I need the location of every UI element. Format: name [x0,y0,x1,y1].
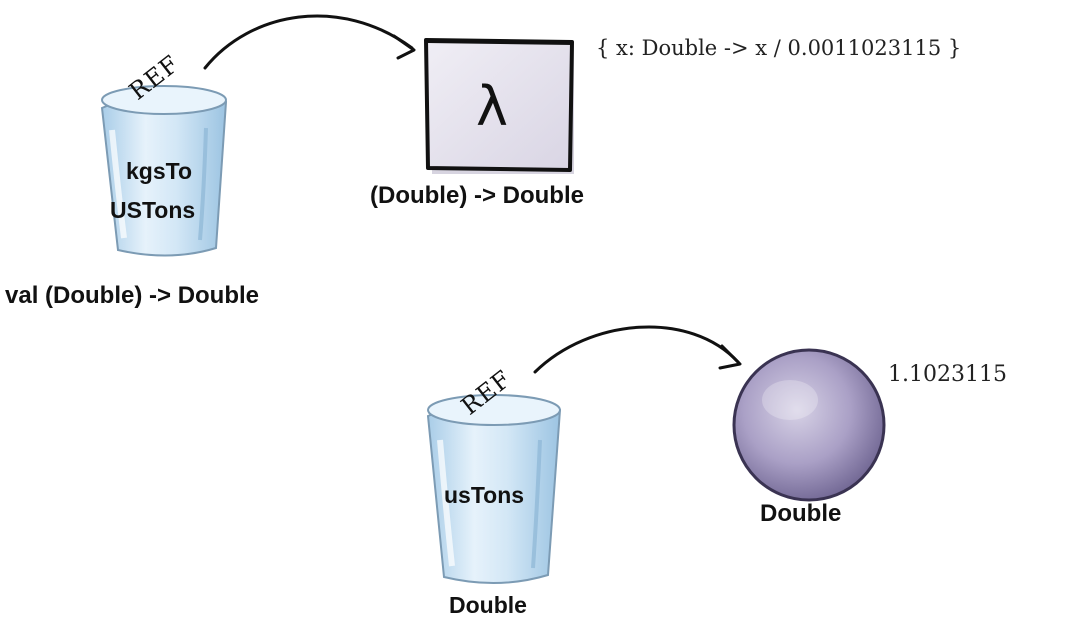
double-sphere [734,350,884,500]
lambda-symbol: λ [476,80,508,134]
double-value: 1.1023115 [888,364,1007,386]
lambda-code: { x: Double -> x / 0.0011023115 } [596,38,961,59]
variable-type-caption: val (Double) -> Double [5,284,259,308]
ref-arrow-2 [535,327,740,372]
lambda-type-caption: (Double) -> Double [370,184,584,208]
cup-rim [102,86,226,114]
double-type-caption: Double [760,502,841,526]
cup-name: usTons [444,484,524,507]
cup-name-line1: kgsTo [126,160,192,183]
variable-type-caption: Double [449,594,527,617]
cup-name-line2: USTons [110,199,195,222]
ref-arrow-1 [205,16,414,68]
